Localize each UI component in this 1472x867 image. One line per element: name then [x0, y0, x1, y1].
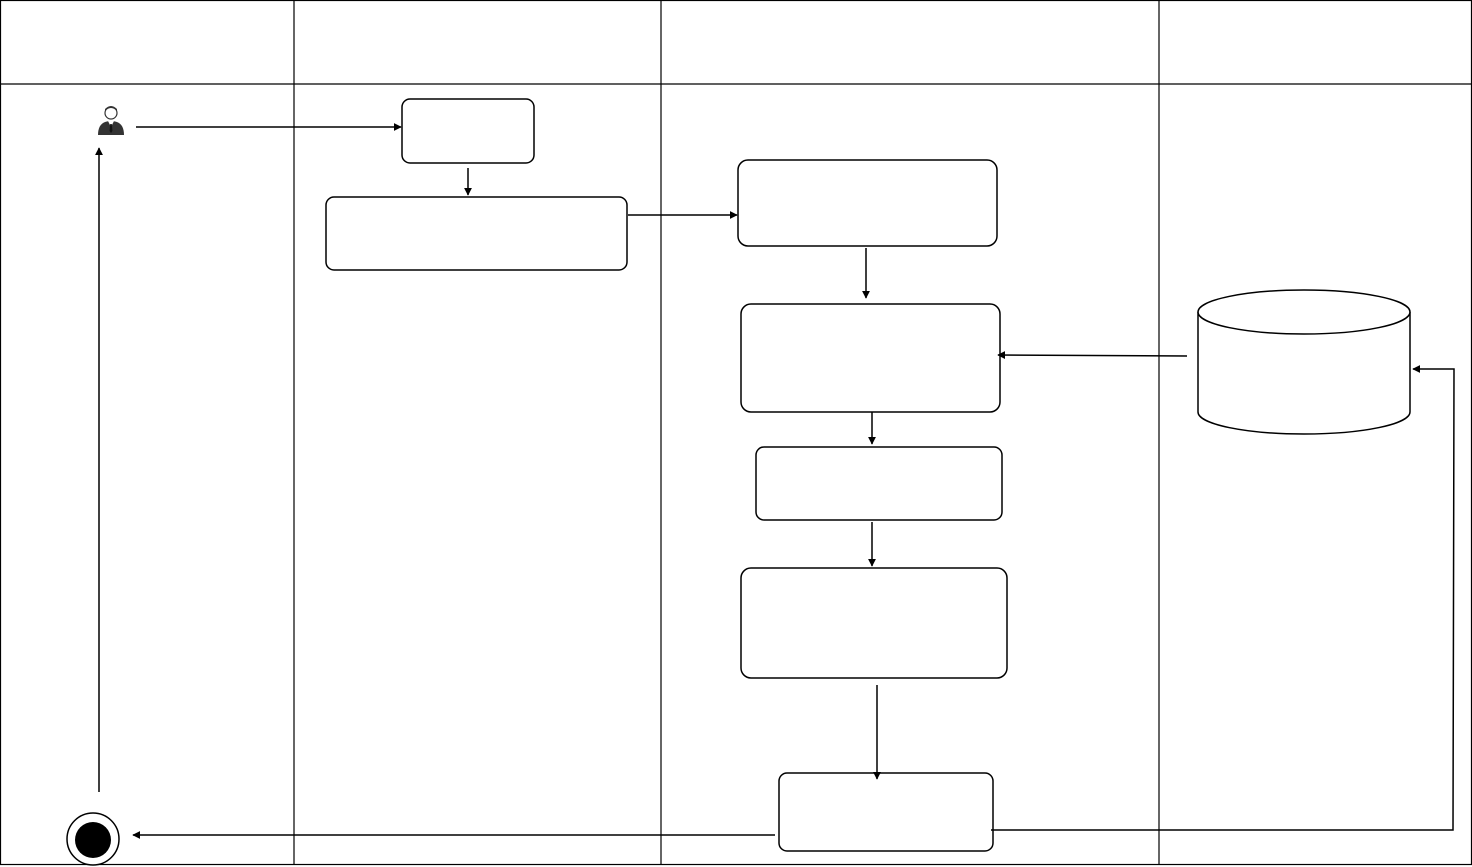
lane-header-4 [1159, 0, 1472, 84]
process-box-2-label [741, 304, 1000, 412]
process-box-4 [740, 567, 1008, 679]
input-box [325, 196, 628, 271]
lane-header-3 [661, 0, 1159, 84]
process-box-1 [737, 159, 998, 247]
final-state-icon [66, 812, 120, 866]
database-icon [1197, 289, 1411, 435]
lane-header-1 [0, 0, 294, 84]
process-box-4-label [741, 568, 1007, 678]
arrow-output-to-database [991, 365, 1455, 831]
output-box-label [779, 773, 993, 851]
start-box-label [402, 99, 534, 163]
process-box-3 [755, 446, 1003, 521]
process-box-3-label [756, 447, 1002, 520]
output-box [778, 772, 994, 852]
user-icon [98, 106, 124, 135]
start-box [401, 98, 535, 164]
lane-header-2 [294, 0, 661, 84]
database-label [1198, 334, 1410, 424]
arrow-database-to-process2 [997, 351, 1188, 360]
process-box-1-label [738, 160, 997, 246]
connectors [95, 123, 1455, 839]
input-box-label [326, 197, 627, 270]
